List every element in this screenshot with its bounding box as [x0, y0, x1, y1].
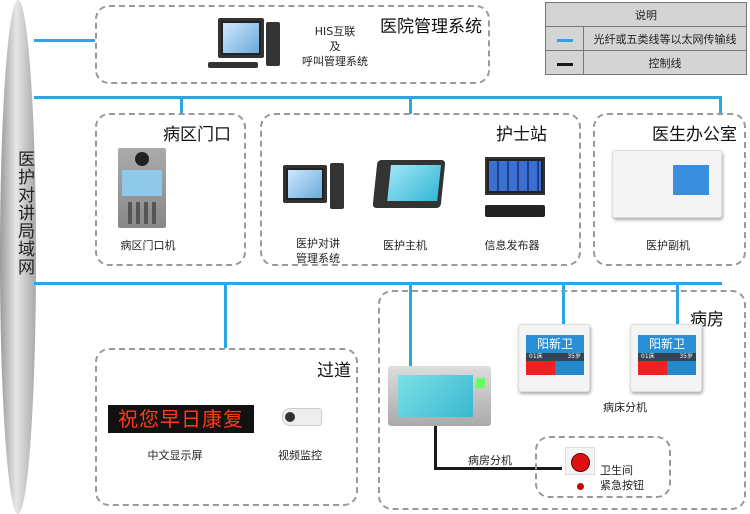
bed-age: 35岁 — [679, 353, 693, 360]
ethernet-line — [224, 282, 227, 348]
control-line — [434, 467, 562, 470]
nurse-device-label: 信息发布器 — [484, 239, 540, 252]
bathroom-group — [535, 436, 671, 498]
bed-age: 35岁 — [567, 353, 581, 360]
bed-unit-label: 病床分机 — [603, 401, 647, 414]
room-unit-label: 病房分机 — [468, 454, 512, 467]
room-unit-icon — [388, 366, 491, 426]
bed-number: 01床 — [529, 353, 543, 360]
legend-title: 说明 — [545, 2, 747, 27]
bed-name: 阳新卫 — [638, 335, 696, 353]
corridor-title: 过道 — [317, 361, 351, 381]
legend-item: 控制线 — [583, 50, 747, 75]
ethernet-line — [719, 96, 722, 114]
lan-label: 医护对讲局域网 — [14, 150, 34, 276]
doctor-office-group — [593, 113, 746, 266]
ethernet-line — [34, 96, 722, 99]
camera-icon — [282, 408, 322, 426]
doctor-office-title: 医生办公室 — [652, 125, 737, 145]
his-device-label: HIS互联 及 呼叫管理系统 — [302, 25, 368, 68]
black-line-swatch — [556, 63, 573, 66]
lan-backbone: 医护对讲局域网 — [0, 0, 36, 514]
computer-tower-icon — [266, 22, 280, 66]
nurse-device-label: 医护主机 — [383, 239, 427, 252]
keyboard-icon — [208, 62, 258, 68]
nurse-station-title: 护士站 — [496, 125, 547, 145]
corridor-device-label: 视频监控 — [278, 449, 322, 462]
ethernet-line — [409, 96, 412, 114]
ward-door-title: 病区门口 — [163, 125, 231, 145]
master-station-icon — [372, 160, 446, 208]
ethernet-line — [180, 96, 183, 114]
media-box-icon — [485, 205, 545, 217]
sub-station-icon — [612, 150, 722, 218]
ethernet-line — [562, 282, 565, 324]
bathroom-label: 卫生间 紧急按钮 — [600, 464, 644, 492]
his-group — [95, 5, 490, 84]
legend: 说明 光纤或五类线等以太网传输线 控制线 — [545, 2, 747, 75]
pull-cord-icon — [577, 483, 584, 490]
doctor-device-label: 医护副机 — [646, 239, 690, 252]
corridor-device-label: 中文显示屏 — [147, 449, 203, 462]
ward-door-group — [95, 113, 246, 266]
ethernet-line — [34, 282, 722, 285]
ethernet-line — [34, 39, 95, 42]
ethernet-line — [676, 282, 679, 324]
ethernet-line — [409, 282, 412, 366]
door-station-icon — [118, 148, 166, 228]
bed-name: 阳新卫 — [526, 335, 584, 353]
ward-door-label: 病区门口机 — [120, 239, 176, 252]
bed-unit-2: 阳新卫 01床 35岁 — [630, 324, 702, 392]
info-display-icon — [485, 157, 545, 195]
nurse-device-label: 医护对讲 管理系统 — [296, 237, 340, 265]
his-title: 医院管理系统 — [380, 17, 482, 37]
control-line — [434, 425, 437, 470]
corridor-group — [95, 348, 358, 506]
computer-icon — [283, 165, 327, 203]
emergency-button-icon — [565, 447, 595, 475]
blue-line-swatch — [556, 39, 573, 42]
nurse-station-group — [260, 113, 581, 266]
legend-item: 光纤或五类线等以太网传输线 — [583, 26, 747, 51]
computer-tower-icon — [330, 163, 344, 209]
computer-icon — [218, 18, 264, 58]
bed-unit-1: 阳新卫 01床 35岁 — [518, 324, 590, 392]
ward-group — [378, 290, 746, 510]
led-display: 祝您早日康复 — [108, 405, 254, 433]
bed-number: 01床 — [641, 353, 655, 360]
